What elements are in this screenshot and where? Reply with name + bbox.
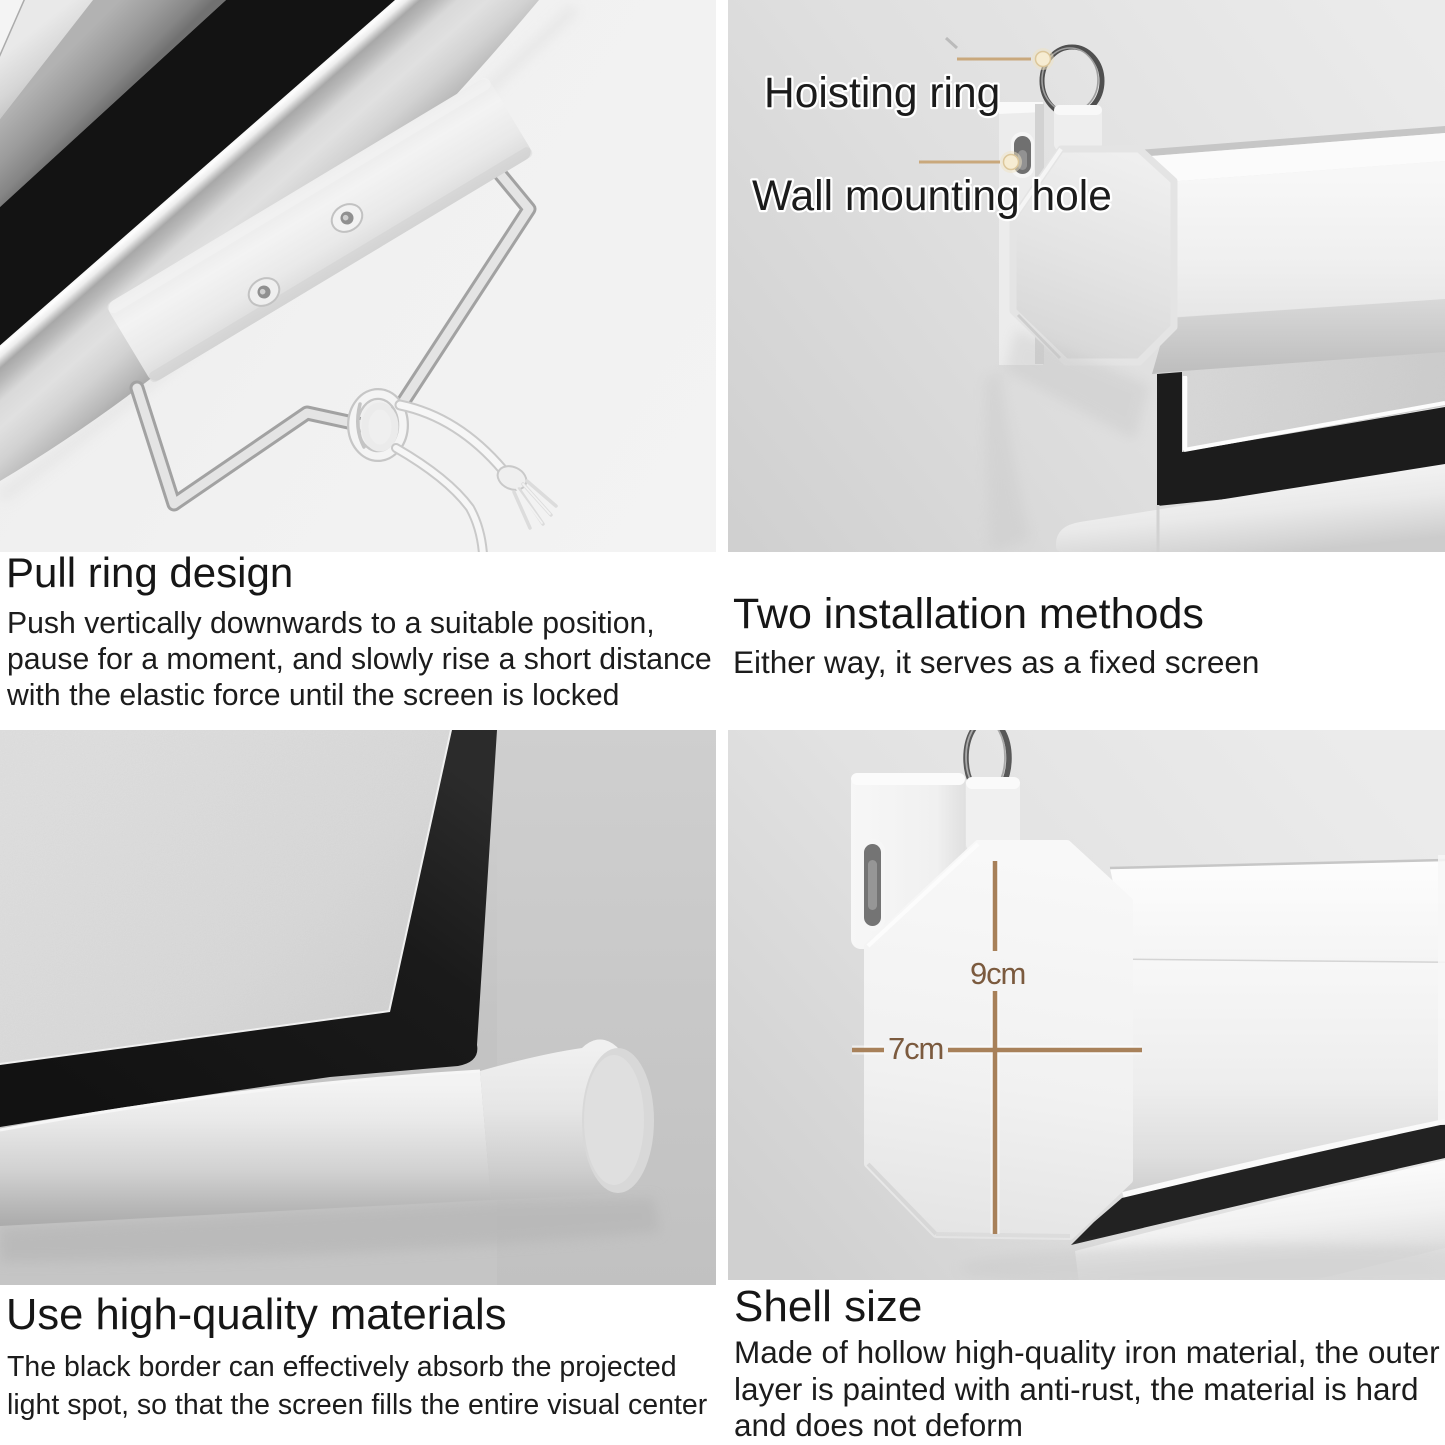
svg-text:Either way, it serves as a fix: Either way, it serves as a fixed screen	[733, 644, 1259, 680]
svg-text:and does not deform: and does not deform	[734, 1407, 1023, 1443]
svg-text:Shell size: Shell size	[734, 1282, 922, 1331]
svg-text:with the elastic force until t: with the elastic force until the screen …	[6, 679, 619, 712]
svg-text:Hoisting ring: Hoisting ring	[764, 70, 1000, 117]
svg-text:Two installation methods: Two installation methods	[733, 590, 1204, 638]
svg-text:The black border can effective: The black border can effectively absorb …	[7, 1351, 677, 1383]
svg-text:light spot, so that the screen: light spot, so that the screen fills the…	[7, 1389, 708, 1421]
svg-text:Wall mounting hole: Wall mounting hole	[752, 173, 1112, 220]
svg-text:Use high-quality materials: Use high-quality materials	[6, 1291, 506, 1339]
svg-text:Push vertically downwards to a: Push vertically downwards to a suitable …	[7, 607, 655, 640]
svg-text:layer is painted with anti-rus: layer is painted with anti-rust, the mat…	[734, 1371, 1419, 1407]
svg-text:9cm: 9cm	[970, 956, 1025, 991]
svg-text:Pull ring design: Pull ring design	[6, 549, 293, 596]
svg-text:Made of hollow high-quality ir: Made of hollow high-quality iron materia…	[734, 1334, 1440, 1370]
svg-text:pause for a moment, and slowly: pause for a moment, and slowly rise a sh…	[7, 643, 712, 676]
svg-text:7cm: 7cm	[888, 1031, 943, 1066]
